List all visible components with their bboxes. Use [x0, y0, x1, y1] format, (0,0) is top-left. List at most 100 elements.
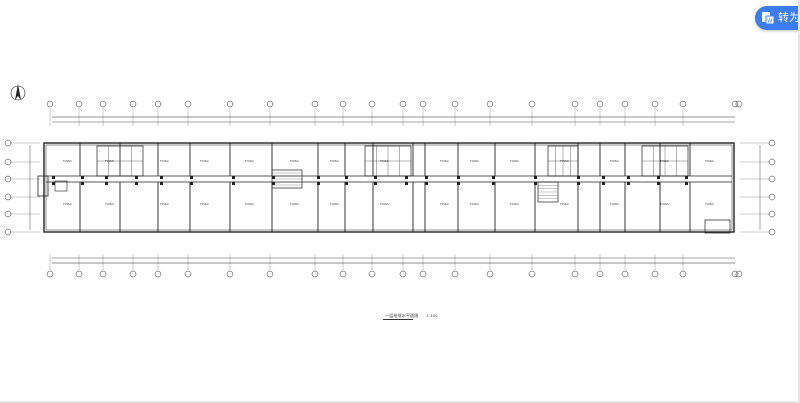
room-label: TV/AC — [330, 159, 340, 163]
grid-bubble — [226, 270, 234, 278]
pipe-riser-mark — [425, 182, 428, 185]
room-label: TV/AC — [560, 202, 570, 206]
grid-bubble — [226, 100, 234, 108]
grid-bubble — [75, 270, 83, 278]
pipe-riser-mark — [160, 182, 163, 185]
pipe-riser-mark — [232, 176, 235, 179]
pipe-riser-mark — [685, 176, 688, 179]
pipe-riser-mark — [345, 182, 348, 185]
pipe-riser-mark — [135, 182, 138, 185]
grid-bubble — [46, 100, 54, 108]
room-label: TV/AC — [245, 202, 255, 206]
room-label: TV/AC — [200, 159, 210, 163]
pipe-riser-mark — [405, 176, 408, 179]
grid-bubble — [129, 270, 137, 278]
room-label: TV/AC — [160, 159, 170, 163]
pipe-riser-mark — [374, 176, 377, 179]
grid-bubble — [651, 270, 659, 278]
grid-bubble — [735, 270, 743, 278]
pipe-riser-mark — [534, 182, 537, 185]
pipe-riser-mark — [577, 182, 580, 185]
grid-bubble — [368, 270, 376, 278]
pipe-riser-mark — [317, 176, 320, 179]
grid-bubble — [768, 210, 776, 218]
grid-bubble — [399, 270, 407, 278]
grid-bubble — [4, 175, 12, 183]
grid-bubble — [768, 158, 776, 166]
grid-bubble — [768, 175, 776, 183]
plan-scale: 1:100 — [426, 313, 438, 318]
pipe-riser-mark — [457, 182, 460, 185]
pipe-riser-mark — [52, 176, 55, 179]
grid-bubble — [571, 100, 579, 108]
grid-bubble — [571, 270, 579, 278]
horizontal-scrollbar[interactable] — [0, 401, 800, 403]
grid-bubble — [596, 100, 604, 108]
grid-bubble — [4, 210, 12, 218]
pipe-riser-mark — [374, 182, 377, 185]
pipe-riser-mark — [657, 176, 660, 179]
grid-bubble — [486, 100, 494, 108]
grid-bubble — [184, 270, 192, 278]
pipe-riser-mark — [685, 182, 688, 185]
pipe-riser-mark — [272, 182, 275, 185]
grid-bubble — [368, 100, 376, 108]
grid-bubble — [419, 270, 427, 278]
pipe-riser-mark — [272, 176, 275, 179]
pipe-riser-mark — [232, 182, 235, 185]
pipe-riser-mark — [105, 182, 108, 185]
right-annex — [704, 219, 731, 234]
grid-bubble — [768, 139, 776, 147]
grid-bubble — [679, 270, 687, 278]
grid-bubble — [528, 270, 536, 278]
grid-bubble — [266, 270, 274, 278]
grid-bubble — [4, 193, 12, 201]
grid-bubble — [528, 100, 536, 108]
grid-bubble — [154, 270, 162, 278]
room-label: TV/AC — [200, 202, 210, 206]
grid-bubble — [731, 270, 739, 278]
grid-bubble — [621, 270, 629, 278]
plan-title-text: 一层给排水平面图 — [385, 313, 419, 318]
pipe-riser-mark — [602, 176, 605, 179]
pipe-riser-mark — [657, 182, 660, 185]
grid-bubble — [731, 100, 739, 108]
pipe-riser-mark — [425, 176, 428, 179]
pipe-riser-mark — [81, 182, 84, 185]
plan-title-underline — [383, 319, 413, 320]
grid-bubble — [768, 193, 776, 201]
grid-bubble — [4, 158, 12, 166]
convert-label: 转为W — [778, 11, 800, 24]
grid-bubble — [46, 270, 54, 278]
grid-bubble — [419, 100, 427, 108]
room-label: TV/AC — [705, 159, 715, 163]
room-label: TV/AC — [510, 159, 520, 163]
grid-bubble — [154, 100, 162, 108]
grid-bubble — [311, 100, 319, 108]
room-label: TV/AC — [63, 202, 73, 206]
room-label: TV/AC — [245, 159, 255, 163]
pipe-riser-mark — [457, 176, 460, 179]
equipment-room — [54, 180, 68, 192]
convert-to-word-button[interactable]: W 转为W — [755, 6, 800, 30]
room-label: TV/AC — [330, 202, 340, 206]
grid-bubble — [75, 100, 83, 108]
room-label: TV/AC — [705, 202, 715, 206]
room-label: TV/AC — [290, 159, 300, 163]
room-label: TV/AC — [610, 159, 620, 163]
vertical-scrollbar[interactable] — [798, 0, 800, 403]
grid-bubble — [311, 270, 319, 278]
grid-bubble — [451, 270, 459, 278]
grid-bubble — [451, 100, 459, 108]
inner-wall-line — [45, 144, 733, 231]
pipe-riser-mark — [627, 182, 630, 185]
room-label: TV/AC — [440, 159, 450, 163]
room-label: TV/AC — [380, 202, 390, 206]
pipe-riser-mark — [534, 176, 537, 179]
pipe-riser-mark — [317, 182, 320, 185]
room-label: TV/AC — [560, 159, 570, 163]
grid-bubble — [679, 100, 687, 108]
pipe-riser-mark — [190, 182, 193, 185]
grid-bubble — [339, 100, 347, 108]
